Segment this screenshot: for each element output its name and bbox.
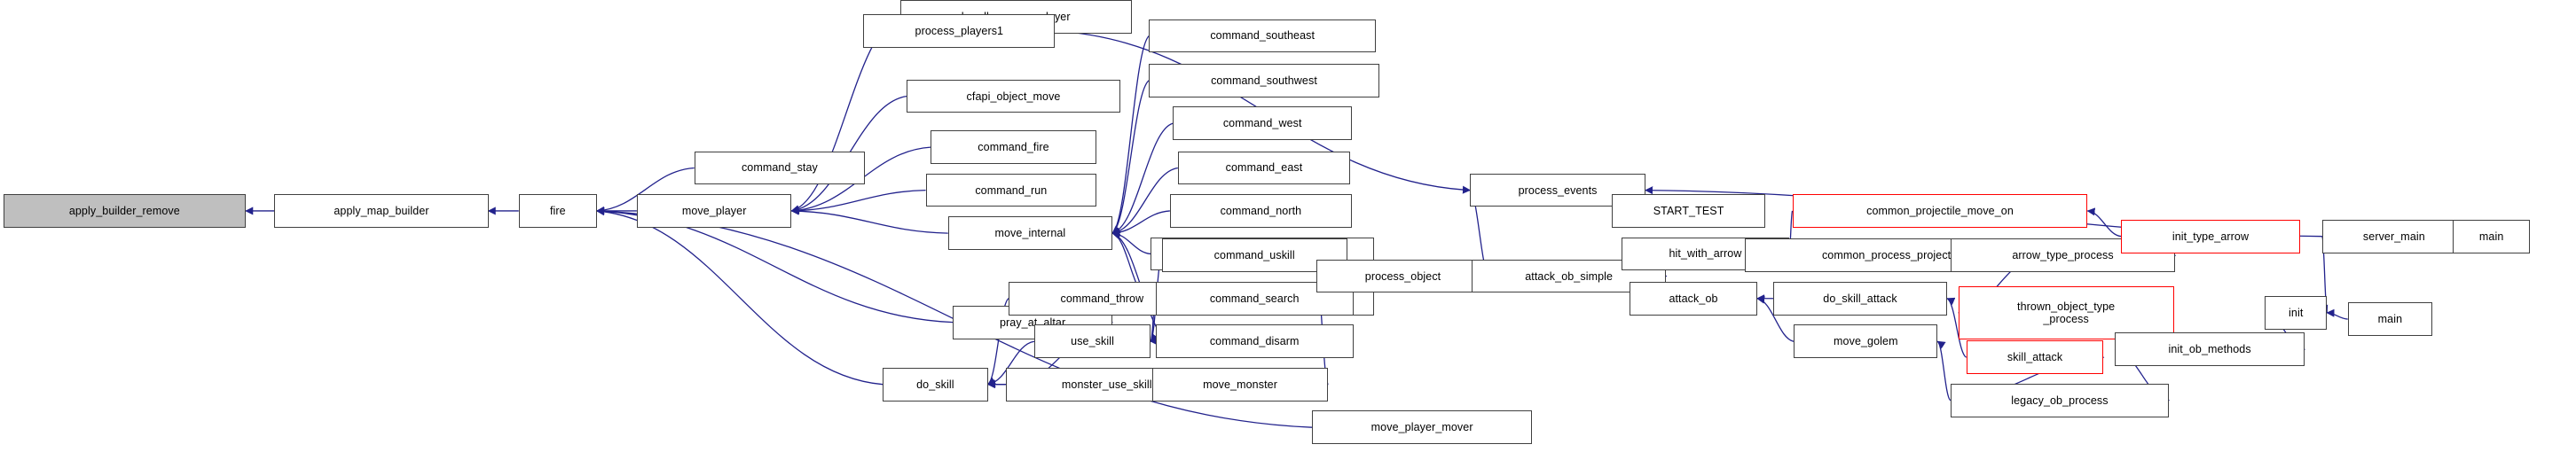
graph-edge-command-southeast-to-move-internal (1111, 35, 1150, 234)
graph-node-label: attack_ob_simple (1525, 269, 1614, 283)
graph-node-label: attack_ob (1669, 292, 1718, 305)
graph-node-label: process_object (1364, 269, 1441, 283)
graph-node-label: init_ob_methods (2168, 343, 2251, 356)
graph-node-label: skill_attack (2007, 351, 2063, 364)
graph-node-label: common_process_projectile (1821, 249, 1963, 262)
graph-node-label: command_southeast (1210, 29, 1315, 43)
graph-node-label: command_throw (1060, 292, 1144, 305)
graph-node-init-ob-methods[interactable]: init_ob_methods (2115, 332, 2305, 367)
graph-node-label: command_disarm (1209, 335, 1300, 348)
graph-node-command-disarm[interactable]: command_disarm (1155, 324, 1354, 359)
graph-node-skill-attack[interactable]: skill_attack (1966, 340, 2104, 374)
graph-node-label: command_uskill (1213, 249, 1295, 262)
graph-node-command-fire[interactable]: command_fire (930, 130, 1097, 164)
graph-node-attack-ob[interactable]: attack_ob (1630, 281, 1757, 316)
graph-node-label: move_golem (1834, 335, 1898, 348)
graph-edge-command-west-to-move-internal (1111, 122, 1174, 236)
graph-edge-main-init-to-init (2326, 308, 2348, 320)
graph-node-command-east[interactable]: command_east (1177, 151, 1351, 185)
graph-node-label: command_stay (741, 161, 818, 175)
graph-edge-legacy-ob-process-to-move-golem (1936, 340, 1952, 402)
graph-node-label: hit_with_arrow (1669, 247, 1742, 261)
graph-node-command-southeast[interactable]: command_southeast (1149, 19, 1376, 53)
graph-node-label: command_fire (978, 141, 1049, 154)
graph-node-move-player[interactable]: move_player (636, 194, 792, 228)
graph-node-fire[interactable]: fire (518, 194, 597, 228)
graph-node-label: process_players1 (915, 25, 1004, 37)
graph-edge-move-internal-to-move-player (790, 207, 948, 234)
graph-node-label: init_type_arrow (2172, 230, 2250, 243)
graph-node-label: common_projectile_move_on (1866, 204, 2014, 217)
graph-edge-command-southwest-to-move-internal (1111, 80, 1150, 234)
graph-node-label: cfapi_object_move (966, 90, 1061, 103)
graph-node-do-skill-attack[interactable]: do_skill_attack (1772, 281, 1948, 316)
graph-node-command-north[interactable]: command_north (1169, 194, 1352, 228)
graph-node-label: main (2478, 230, 2504, 243)
graph-node-apply-map-builder[interactable]: apply_map_builder (274, 194, 489, 228)
graph-node-command-west[interactable]: command_west (1173, 106, 1352, 141)
graph-node-main-server[interactable]: main (2453, 219, 2530, 253)
graph-node-label: thrown_object_type _process (2017, 300, 2116, 325)
graph-node-common-projectile-move-on[interactable]: common_projectile_move_on (1792, 194, 2088, 228)
graph-node-label: do_skill_attack (1823, 292, 1897, 305)
graph-node-label: main (2377, 313, 2403, 326)
graph-node-label: do_skill (916, 378, 954, 391)
graph-node-label: monster_use_skill (1061, 378, 1152, 391)
graph-node-START-TEST[interactable]: START_TEST (1612, 194, 1765, 228)
graph-node-label: arrow_type_process (2012, 249, 2114, 262)
graph-node-label: move_player_mover (1370, 421, 1473, 434)
graph-node-label: init (2289, 306, 2304, 319)
graph-node-init[interactable]: init (2265, 296, 2328, 330)
graph-node-label: command_run (975, 183, 1048, 197)
graph-edge-command-stay-to-fire (596, 167, 695, 214)
graph-node-label: command_east (1225, 161, 1303, 175)
graph-node-init-type-arrow[interactable]: init_type_arrow (2121, 219, 2300, 253)
graph-node-label: apply_map_builder (334, 204, 429, 217)
graph-node-move-monster[interactable]: move_monster (1152, 367, 1328, 402)
graph-edge-command-east-to-move-internal (1111, 167, 1178, 237)
graph-node-use-skill[interactable]: use_skill (1033, 324, 1151, 359)
graph-node-server-main[interactable]: server_main (2321, 219, 2466, 253)
graph-node-label: command_west (1222, 117, 1302, 130)
graph-node-process-object[interactable]: process_object (1316, 259, 1489, 293)
graph-node-cfapi-object-move[interactable]: cfapi_object_move (906, 79, 1121, 113)
graph-node-label: process_events (1518, 183, 1598, 197)
graph-node-move-golem[interactable]: move_golem (1794, 324, 1938, 359)
graph-node-label: command_search (1209, 292, 1300, 305)
graph-node-label: START_TEST (1653, 204, 1724, 217)
graph-edge-skill-attack-to-do-skill-attack (1946, 297, 1967, 358)
graph-node-command-stay[interactable]: command_stay (694, 151, 866, 185)
graph-node-label: fire (549, 204, 566, 217)
graph-node-label: apply_builder_remove (68, 204, 180, 217)
graph-node-command-southwest[interactable]: command_southwest (1149, 63, 1379, 97)
graph-node-move-player-mover[interactable]: move_player_mover (1311, 410, 1533, 445)
graph-edge-pray-at-altar-to-fire (596, 207, 954, 324)
graph-node-label: command_southwest (1211, 74, 1317, 87)
graph-node-label: move_player (681, 204, 747, 217)
graph-node-command-run[interactable]: command_run (925, 173, 1097, 207)
graph-node-main-init[interactable]: main (2347, 302, 2433, 336)
graph-node-do-skill[interactable]: do_skill (882, 367, 988, 402)
graph-node-label: move_monster (1203, 378, 1277, 391)
graph-edge-move-golem-to-attack-ob (1756, 295, 1795, 342)
graph-node-apply-builder-remove[interactable]: apply_builder_remove (3, 194, 247, 228)
graph-node-legacy-ob-process[interactable]: legacy_ob_process (1950, 383, 2170, 417)
graph-node-label: command_north (1220, 204, 1302, 217)
graph-node-label: use_skill (1071, 335, 1114, 348)
graph-node-process-players1[interactable]: process_players1 (863, 14, 1056, 48)
graph-node-label: move_internal (994, 227, 1066, 240)
graph-edge-command-run-to-move-player (790, 189, 926, 215)
graph-node-thrown-object-type-process[interactable]: thrown_object_type _process (1958, 286, 2174, 339)
graph-node-label: legacy_ob_process (2011, 394, 2109, 407)
graph-edge-init-type-arrow-to-common-projectile-move-on (2086, 207, 2122, 238)
graph-node-move-internal[interactable]: move_internal (947, 216, 1113, 250)
graph-node-label: server_main (2362, 230, 2425, 243)
